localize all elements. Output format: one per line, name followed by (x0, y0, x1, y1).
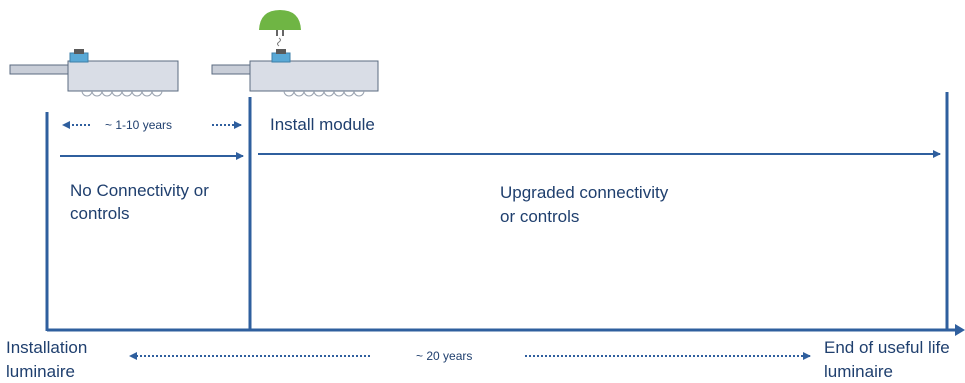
no-connectivity-label-line2: controls (70, 204, 130, 223)
period-1-10-years-label: ~ 1-10 years (105, 118, 173, 132)
installation-label-line2: luminaire (6, 362, 75, 381)
connectivity-module-icon (259, 10, 301, 47)
no-connectivity-label-line1: No Connectivity or (70, 181, 209, 200)
end-of-life-label-line1: End of useful life (824, 338, 950, 357)
installation-label-line1: Installation (6, 338, 88, 357)
install-module-label: Install module (270, 115, 375, 134)
luminaire-without-module (9, 49, 179, 97)
upgraded-connectivity-label-line1: Upgraded connectivity (500, 183, 669, 202)
luminaire-with-module (211, 49, 379, 97)
upgraded-connectivity-label-line2: or controls (500, 207, 580, 226)
timeline-axis-arrowhead (955, 324, 965, 336)
end-of-life-label-line2: luminaire (824, 362, 893, 381)
period-20-years-label: ~ 20 years (416, 349, 473, 363)
